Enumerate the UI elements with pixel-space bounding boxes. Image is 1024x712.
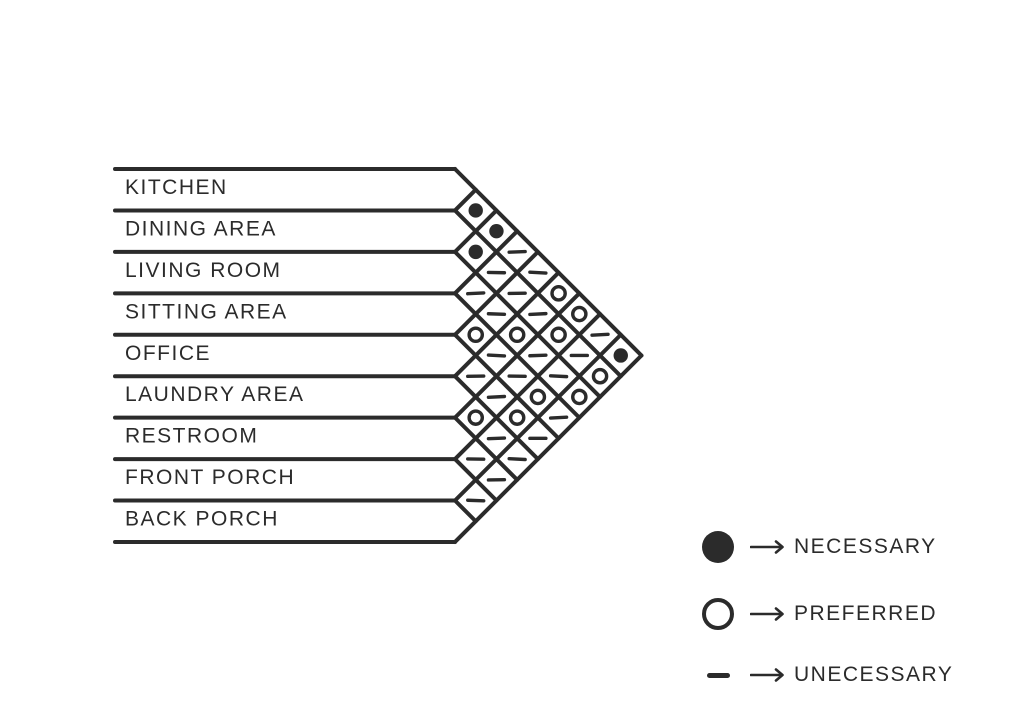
matrix-grid-line <box>453 332 623 503</box>
cell-symbol-preferred <box>467 409 485 426</box>
cell-symbol-necessary <box>489 223 504 239</box>
cell-symbol-necessary <box>468 203 483 218</box>
cell-symbol-unnecessary <box>507 249 527 254</box>
matrix-grid-line <box>453 270 561 379</box>
legend-label-preferred: PREFERRED <box>794 602 938 625</box>
matrix-grid-line <box>453 187 478 213</box>
cell-symbol-unnecessary <box>486 353 507 358</box>
matrix-grid-line <box>453 291 582 420</box>
open-circle-icon <box>702 598 734 630</box>
matrix-grid-line <box>453 498 478 524</box>
room-label: BACK PORCH <box>125 508 279 531</box>
matrix-grid-line <box>453 353 644 544</box>
room-label: LIVING ROOM <box>125 259 282 282</box>
arrow-right-icon <box>750 540 784 554</box>
cell-symbol-preferred <box>550 326 567 344</box>
legend-label-unnecessary: UNECESSARY <box>794 663 954 686</box>
cell-symbol-preferred <box>571 388 588 406</box>
legend-item-preferred: PREFERRED <box>700 597 937 631</box>
matrix-grid-line <box>453 229 520 296</box>
filled-circle-icon <box>702 531 734 563</box>
cell-symbol-preferred <box>571 305 588 323</box>
cell-symbol-preferred <box>529 388 547 406</box>
cell-symbol-unnecessary <box>590 332 610 337</box>
cell-symbol-necessary <box>468 244 483 260</box>
cell-symbol-unnecessary <box>507 456 527 462</box>
cell-symbol-preferred <box>591 367 609 385</box>
cell-symbol-preferred <box>508 409 526 426</box>
arrow-right-icon <box>750 668 784 682</box>
room-label: DINING AREA <box>125 217 277 240</box>
cell-symbol-unnecessary <box>466 291 486 296</box>
matrix-grid-line <box>453 312 603 462</box>
cell-symbol-unnecessary <box>486 436 507 441</box>
matrix-grid-line <box>453 249 540 337</box>
legend-item-necessary: NECESSARY <box>700 530 937 564</box>
room-label: KITCHEN <box>125 176 228 199</box>
matrix-grid-line <box>453 208 499 254</box>
cell-symbol-preferred <box>467 326 485 344</box>
dash-icon <box>706 672 730 678</box>
room-label: OFFICE <box>125 342 211 365</box>
matrix-grid-line <box>453 167 644 358</box>
matrix-grid-line <box>453 415 520 482</box>
cell-symbol-unnecessary <box>486 394 507 400</box>
legend-item-unnecessary: UNECESSARY <box>700 658 953 692</box>
room-label: FRONT PORCH <box>125 466 295 489</box>
room-label: LAUNDRY AREA <box>125 383 304 406</box>
cell-symbol-preferred <box>550 285 567 302</box>
cell-symbol-unnecessary <box>528 311 548 317</box>
cell-symbol-unnecessary <box>466 498 486 503</box>
matrix-grid-line <box>453 332 561 441</box>
cell-symbol-unnecessary <box>528 353 548 358</box>
matrix-grid-line <box>453 249 603 399</box>
legend: NECESSARY PREFERRED UNECESSARY <box>700 258 1010 686</box>
cell-symbol-unnecessary <box>548 415 569 420</box>
cell-symbol-necessary <box>613 348 628 363</box>
cell-symbol-unnecessary <box>486 312 507 317</box>
arrow-right-icon <box>750 607 784 621</box>
room-label: SITTING AREA <box>125 300 288 323</box>
legend-label-necessary: NECESSARY <box>794 535 937 558</box>
cell-symbol-unnecessary <box>528 270 548 275</box>
room-label: RESTROOM <box>125 425 258 448</box>
cell-symbol-unnecessary <box>548 374 569 379</box>
cell-symbol-preferred <box>508 326 526 344</box>
